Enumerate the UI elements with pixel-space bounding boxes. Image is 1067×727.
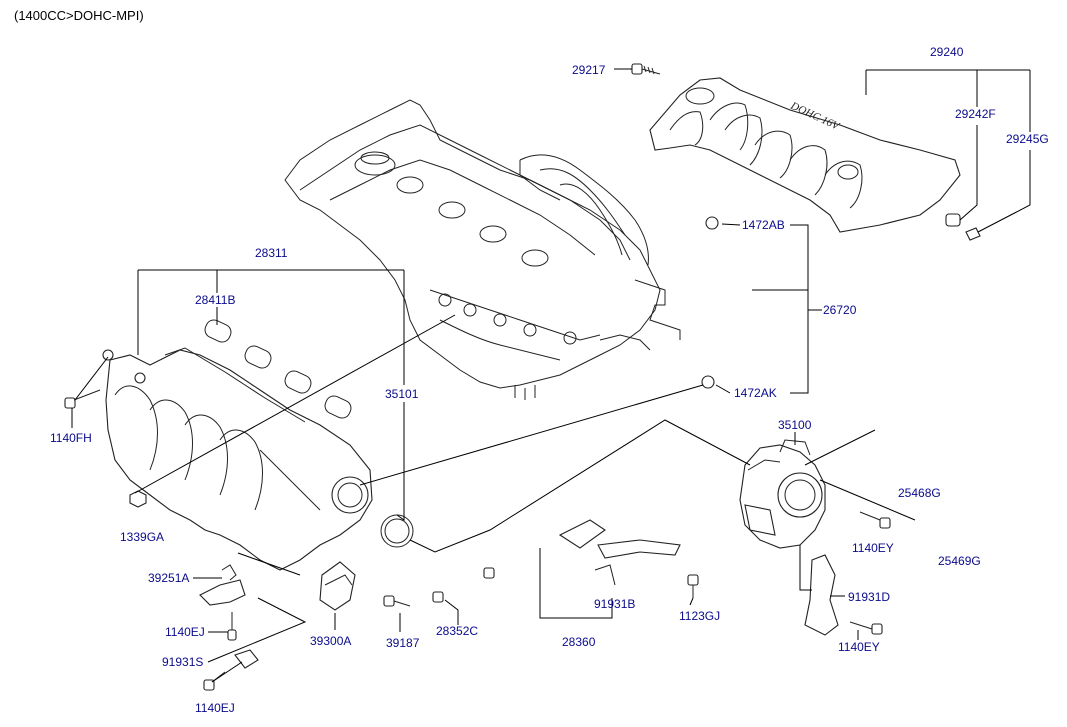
pcv-pipe <box>432 454 681 603</box>
nut-1339ga <box>129 490 147 508</box>
bolt-1140ej-b <box>203 671 226 691</box>
label-29245g: 29245G <box>1006 132 1049 146</box>
diagram-header: (1400CC>DOHC-MPI) <box>14 8 144 23</box>
label-1472ab: 1472AB <box>742 218 785 232</box>
throttle-body <box>739 439 826 549</box>
label-1472ak: 1472AK <box>734 386 777 400</box>
bolt-1140fh <box>64 389 101 409</box>
label-1339ga: 1339GA <box>120 530 164 544</box>
label-1140ey-a: 1140EY <box>852 541 894 555</box>
grommet-29242f <box>945 213 961 227</box>
label-1140ej-a: 1140EJ <box>165 625 205 639</box>
label-1140ey-b: 1140EY <box>838 640 880 654</box>
label-91931s: 91931S <box>162 655 203 669</box>
label-25469g: 25469G <box>938 554 981 568</box>
hose-25469g <box>918 487 984 534</box>
clamp-1472ak <box>701 375 715 389</box>
clamp-1472ab <box>705 216 719 230</box>
label-1140ej-b: 1140EJ <box>195 701 235 715</box>
intake-manifold <box>102 347 373 571</box>
label-28360: 28360 <box>562 635 596 649</box>
label-28411b: 28411B <box>195 293 235 307</box>
bolt-1123gj <box>687 574 699 598</box>
label-1123gj: 1123GJ <box>679 609 720 623</box>
label-39300a: 39300A <box>310 634 351 648</box>
label-91931d: 91931D <box>848 590 890 604</box>
label-39251a: 39251A <box>148 571 189 585</box>
throttle-gasket <box>380 514 414 548</box>
label-26720: 26720 <box>823 303 857 317</box>
sensor-39300a <box>319 561 356 611</box>
bolt-1140ey-a <box>859 511 891 529</box>
bolt-1140ey-b <box>849 621 883 635</box>
bracket-39251a <box>199 564 246 606</box>
label-28311: 28311 <box>255 246 288 260</box>
label-1140fh: 1140FH <box>50 431 92 445</box>
bolt-1140ej-a <box>227 612 237 641</box>
label-39187: 39187 <box>386 636 420 650</box>
bolt-29217 <box>631 63 661 75</box>
hose-25468g <box>875 424 964 470</box>
part-labels: 29217 29240 29242F 29245G 1472AB 26720 1… <box>50 45 1049 715</box>
label-28352c: 28352C <box>436 624 478 638</box>
engine-cover: DOHC 16V <box>649 77 981 241</box>
engine-head <box>284 99 681 400</box>
manifold-gasket <box>204 319 352 419</box>
leader-lines <box>71 68 1031 683</box>
pcv-hose <box>701 216 780 389</box>
label-29242f: 29242F <box>955 107 996 121</box>
label-35100: 35100 <box>778 418 812 432</box>
label-29240: 29240 <box>930 45 964 59</box>
label-29217: 29217 <box>572 63 606 77</box>
bolt-39187 <box>383 595 411 607</box>
label-25468g: 25468G <box>898 486 941 500</box>
bracket-91931d <box>804 554 839 636</box>
grommet-29245g <box>965 227 981 241</box>
label-35101: 35101 <box>385 387 419 401</box>
label-91931b: 91931B <box>594 597 635 611</box>
bracket-91931s <box>234 649 259 669</box>
